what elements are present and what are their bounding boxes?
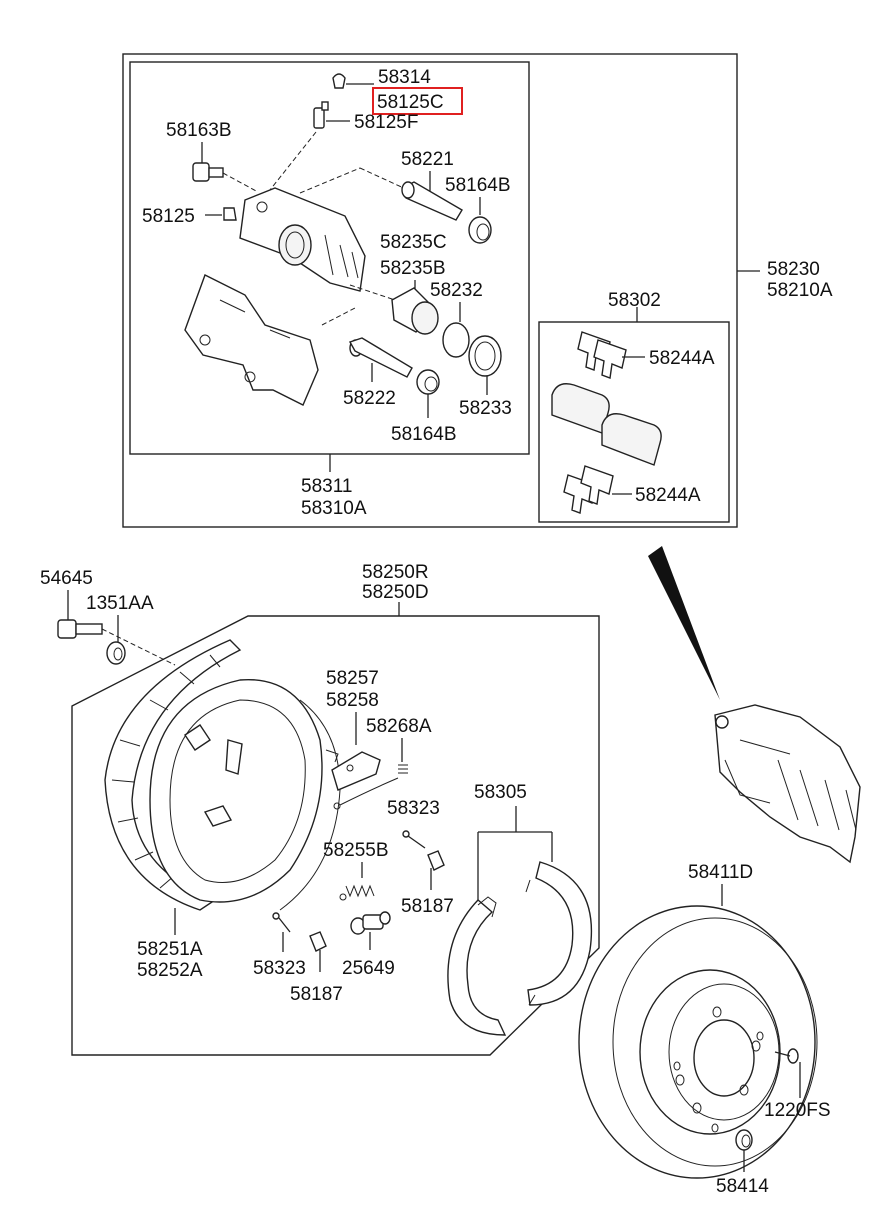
part-58255B-label: 58255B — [323, 840, 389, 861]
part-58187-bottom-label: 58187 — [290, 984, 343, 1005]
adjuster-screw-icon — [350, 911, 391, 935]
pad-kit-frame — [538, 321, 730, 523]
hold-down-pin-top-icon — [402, 830, 426, 849]
mounting-bolt-icon — [57, 619, 176, 666]
part-58268A-label: 58268A — [366, 716, 432, 737]
bleeder-screw-icon — [313, 101, 350, 129]
plate-58251A-label: 58251A — [137, 939, 203, 960]
part-58221-label: 58221 — [401, 149, 454, 170]
spring-clip-bottom-icon — [309, 931, 327, 952]
plug-58414-label: 58414 — [716, 1176, 769, 1197]
pad-clip-bottom-icon — [563, 465, 614, 514]
adjuster-spring-icon — [333, 764, 408, 810]
bleeder-cap-icon — [332, 73, 346, 89]
pin-boot-icon — [468, 216, 492, 244]
caliper-bracket-icon — [184, 274, 319, 406]
spring-clip-top-icon — [427, 850, 445, 871]
part-58233-label: 58233 — [459, 398, 512, 419]
part-58125-label: 58125 — [142, 206, 195, 227]
lower-pin-boot-icon — [416, 369, 440, 395]
highlight-box — [372, 87, 463, 115]
part-58163B-label: 58163B — [166, 120, 232, 141]
caliper-assembly-alt-label: 58210A — [767, 280, 833, 301]
backing-plate-icon — [149, 678, 341, 911]
backing-assembly-label: 58250R — [362, 562, 429, 583]
backing-plate-group: 58250R 58250D 54645 1351AA — [40, 562, 600, 1056]
set-screw-icon — [774, 1048, 799, 1064]
brake-shoes-icon — [447, 861, 593, 1036]
caliper-assembly-label: 58230 — [767, 259, 820, 280]
part-58125F-label: 58125F — [354, 112, 418, 133]
pad-clip-bottom-label: 58244A — [635, 485, 701, 506]
part-58305-label: 58305 — [474, 782, 527, 803]
piston-icon — [391, 287, 439, 335]
caliper-housing-label: 58311 — [301, 476, 352, 497]
part-58232-label: 58232 — [430, 280, 483, 301]
bolt-54645-label: 54645 — [40, 568, 93, 589]
washer-1351AA-label: 1351AA — [86, 593, 154, 614]
part-58235B-label: 58235B — [380, 258, 446, 279]
backing-plate-frame — [71, 615, 600, 1056]
part-58314-label: 58314 — [378, 67, 431, 88]
pad-clip-top-label: 58244A — [649, 348, 715, 369]
caliper-housing-alt-label: 58310A — [301, 498, 367, 519]
dust-shield-icon — [104, 639, 242, 911]
part-58323-bottom-label: 58323 — [253, 958, 306, 979]
adjuster-lever-icon — [325, 749, 381, 791]
part-58164B-bottom-label: 58164B — [391, 424, 457, 445]
hub-plug-icon — [735, 1129, 753, 1151]
part-58323-top-label: 58323 — [387, 798, 440, 819]
piston-seal-icon — [442, 322, 470, 358]
brake-disc-icon — [578, 905, 818, 1179]
dust-boot-icon — [468, 335, 502, 377]
brake-pads-icon — [551, 383, 662, 466]
part-58125C-label[interactable]: 58125C — [377, 92, 444, 113]
assembled-caliper-icon — [714, 704, 861, 864]
part-58164B-top-label: 58164B — [445, 175, 511, 196]
part-58187-top-label: 58187 — [401, 896, 454, 917]
lower-guide-pin-icon — [348, 337, 413, 378]
pad-kit-label: 58302 — [608, 290, 661, 311]
part-58222-label: 58222 — [343, 388, 396, 409]
return-spring-icon — [339, 884, 375, 901]
backing-assembly-alt-label: 58250D — [362, 582, 429, 603]
caliper-assembly-frame — [122, 53, 738, 528]
part-58258-label: 58258 — [326, 690, 379, 711]
caliper-group: 58230 58210A 58311 58310A 58314 58125C 5… — [122, 53, 833, 528]
pointer-wedge-icon — [648, 546, 720, 700]
guide-bolt-icon — [192, 162, 259, 193]
guide-pin-icon — [401, 181, 463, 221]
plate-58252A-label: 58252A — [137, 960, 203, 981]
part-58257-label: 58257 — [326, 668, 379, 689]
disc-group: 58411D 1220FS 58 — [578, 546, 861, 1197]
pad-clip-top-icon — [577, 331, 627, 379]
screw-1220FS-label: 1220FS — [764, 1100, 831, 1121]
caliper-body-icon — [239, 187, 366, 292]
part-58235C-label: 58235C — [380, 232, 447, 253]
hold-down-pin-bottom-icon — [272, 912, 291, 933]
part-25649-label: 25649 — [342, 958, 395, 979]
disc-58411D-label: 58411D — [688, 862, 753, 883]
small-cap-icon — [223, 207, 237, 221]
